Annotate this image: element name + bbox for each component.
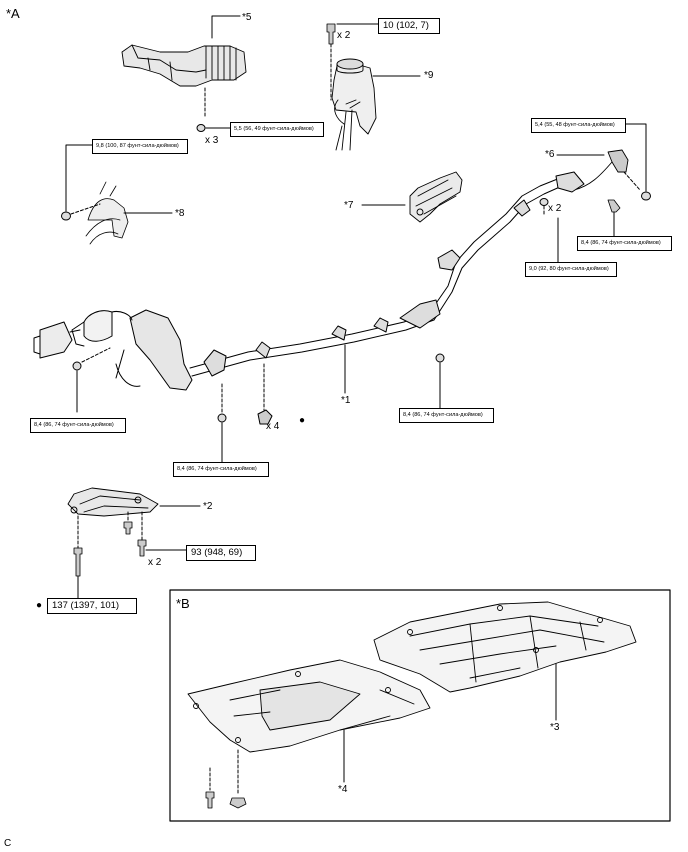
sensor-dash: [623, 171, 641, 191]
part-3-label: *3: [550, 722, 560, 733]
air-duct-part: [121, 44, 247, 87]
pipe-gasket-left: [72, 361, 82, 371]
torque-duct-nut: 5,5 (56, 49 фунт-сила-дюймов): [230, 122, 324, 137]
reuse-marker-1: ●: [299, 415, 306, 426]
part-9-label: *9: [424, 70, 434, 81]
torque-right-clip: 9,0 (92, 80 фунт-сила-дюймов): [525, 262, 617, 277]
reservoir-part: [331, 58, 377, 151]
qty-right-clip: x 2: [548, 203, 562, 214]
part-4-label: *4: [338, 784, 348, 795]
torque-pipe-bottom: 8,4 (86, 74 фунт-сила-дюймов): [173, 462, 269, 477]
qty-duct-nut: x 3: [205, 135, 219, 146]
torque-right-bolt: 8,4 (86, 74 фунт-сила-дюймов): [577, 236, 672, 251]
part-1-label: *1: [341, 395, 351, 406]
qty-bracket-bolt: x 2: [148, 557, 162, 568]
pipe-nut-bottom: [217, 413, 227, 423]
right-clip: [539, 198, 549, 206]
torque-pipe-right: 8,4 (86, 74 фунт-сила-дюймов): [399, 408, 494, 423]
qty-hanger-nut: x 4: [266, 421, 280, 432]
bracket-bolt-2: [137, 539, 147, 557]
section-b-frame: [169, 589, 671, 822]
left-under-cover-part: [187, 659, 431, 753]
duct-nut: [196, 124, 206, 132]
section-b-label: *B: [176, 596, 190, 611]
left-washer-leader: [65, 144, 93, 212]
torque-top-bolt: 10 (102, 7): [378, 18, 440, 34]
long-bolt: [73, 547, 83, 577]
cover4-bolt: [205, 791, 215, 809]
footer-code: C: [4, 838, 12, 849]
torque-left-bracket: 9,8 (100, 87 фунт-сила-дюймов): [92, 139, 188, 154]
torque-long-bolt: 137 (1397, 101): [47, 598, 137, 614]
qty-top-bolt: x 2: [337, 30, 351, 41]
pipe-gasket-dash: [81, 347, 111, 363]
torque-gasket-left: 8,4 (86, 74 фунт-сила-дюймов): [30, 418, 126, 433]
pipe-nut-right: [435, 353, 445, 363]
sensor-part: [573, 149, 629, 191]
duct-label-leader: [211, 15, 241, 39]
part-7-label: *7: [344, 200, 354, 211]
left-washer-dash: [70, 203, 101, 215]
pipe-hanger-nut: [257, 409, 273, 425]
cover4-clip: [229, 797, 247, 809]
part-8-label: *8: [175, 208, 185, 219]
left-washer: [61, 211, 71, 221]
torque-bracket-bolt: 93 (948, 69): [186, 545, 256, 561]
right-under-cover-part: [373, 601, 637, 693]
bracket-bolt-small: [123, 521, 133, 535]
part-6-label: *6: [545, 149, 555, 160]
exhaust-pipe-part: [33, 171, 585, 391]
right-bolt: [607, 199, 621, 213]
reuse-marker-2: ●: [36, 600, 43, 611]
section-a-label: *A: [6, 6, 20, 21]
reservoir-bolt: [326, 23, 336, 45]
sensor-nut-leader: [625, 123, 647, 192]
small-shield-part: [409, 171, 463, 223]
left-bracket-part: [85, 181, 129, 245]
part-5-label: *5: [242, 12, 252, 23]
torque-sensor-nut: 5,4 (55, 48 фунт-сила-дюймов): [531, 118, 626, 133]
floor-bracket-part: [67, 487, 159, 517]
part-2-label: *2: [203, 501, 213, 512]
sensor-nut: [641, 191, 651, 201]
